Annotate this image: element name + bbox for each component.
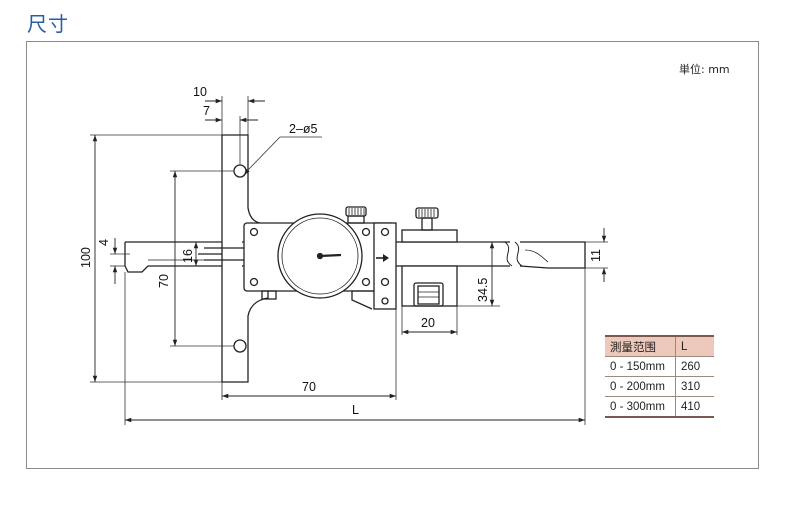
dim-20-label: 20 xyxy=(421,316,435,330)
table-header-L: L xyxy=(675,335,714,357)
table-header-range: 測量范围 xyxy=(605,335,676,357)
fine-adjust-block xyxy=(401,229,458,243)
dim-7-label: 7 xyxy=(203,104,210,118)
table-cell-range: 0 - 200mm xyxy=(605,376,676,397)
page-title: 尺寸 xyxy=(27,12,69,36)
dim-L-label: L xyxy=(352,403,359,417)
dim-4-label: 4 xyxy=(97,239,111,246)
table-cell-L: 310 xyxy=(675,376,714,397)
spec-table: 測量范围 L 0 - 150mm 260 0 - 200mm 310 0 - 3… xyxy=(605,335,714,418)
dim-100-label: 100 xyxy=(79,247,93,268)
table-row: 0 - 150mm 260 xyxy=(605,356,714,377)
table-header-row: 測量范围 L xyxy=(605,335,714,357)
depth-rod xyxy=(124,241,222,273)
table-cell-L: 410 xyxy=(675,396,714,418)
table-cell-L: 260 xyxy=(675,356,714,377)
table-row: 0 - 300mm 410 xyxy=(605,396,714,418)
dim-11-label: 11 xyxy=(589,249,603,262)
unit-label: 単位: mm xyxy=(679,63,730,76)
dim-70-horizontal-label: 70 xyxy=(302,380,316,394)
dim-34-5-label: 34.5 xyxy=(476,278,490,302)
table-row: 0 - 200mm 310 xyxy=(605,376,714,397)
table-cell-range: 0 - 150mm xyxy=(605,356,676,377)
dial-needle xyxy=(319,253,342,258)
dim-16-label: 16 xyxy=(181,249,195,263)
table-cell-range: 0 - 300mm xyxy=(605,396,676,418)
dim-10-label: 10 xyxy=(193,85,207,99)
dim-holes-label: 2–ø5 xyxy=(289,122,318,136)
dim-70-vertical-label: 70 xyxy=(157,274,171,288)
